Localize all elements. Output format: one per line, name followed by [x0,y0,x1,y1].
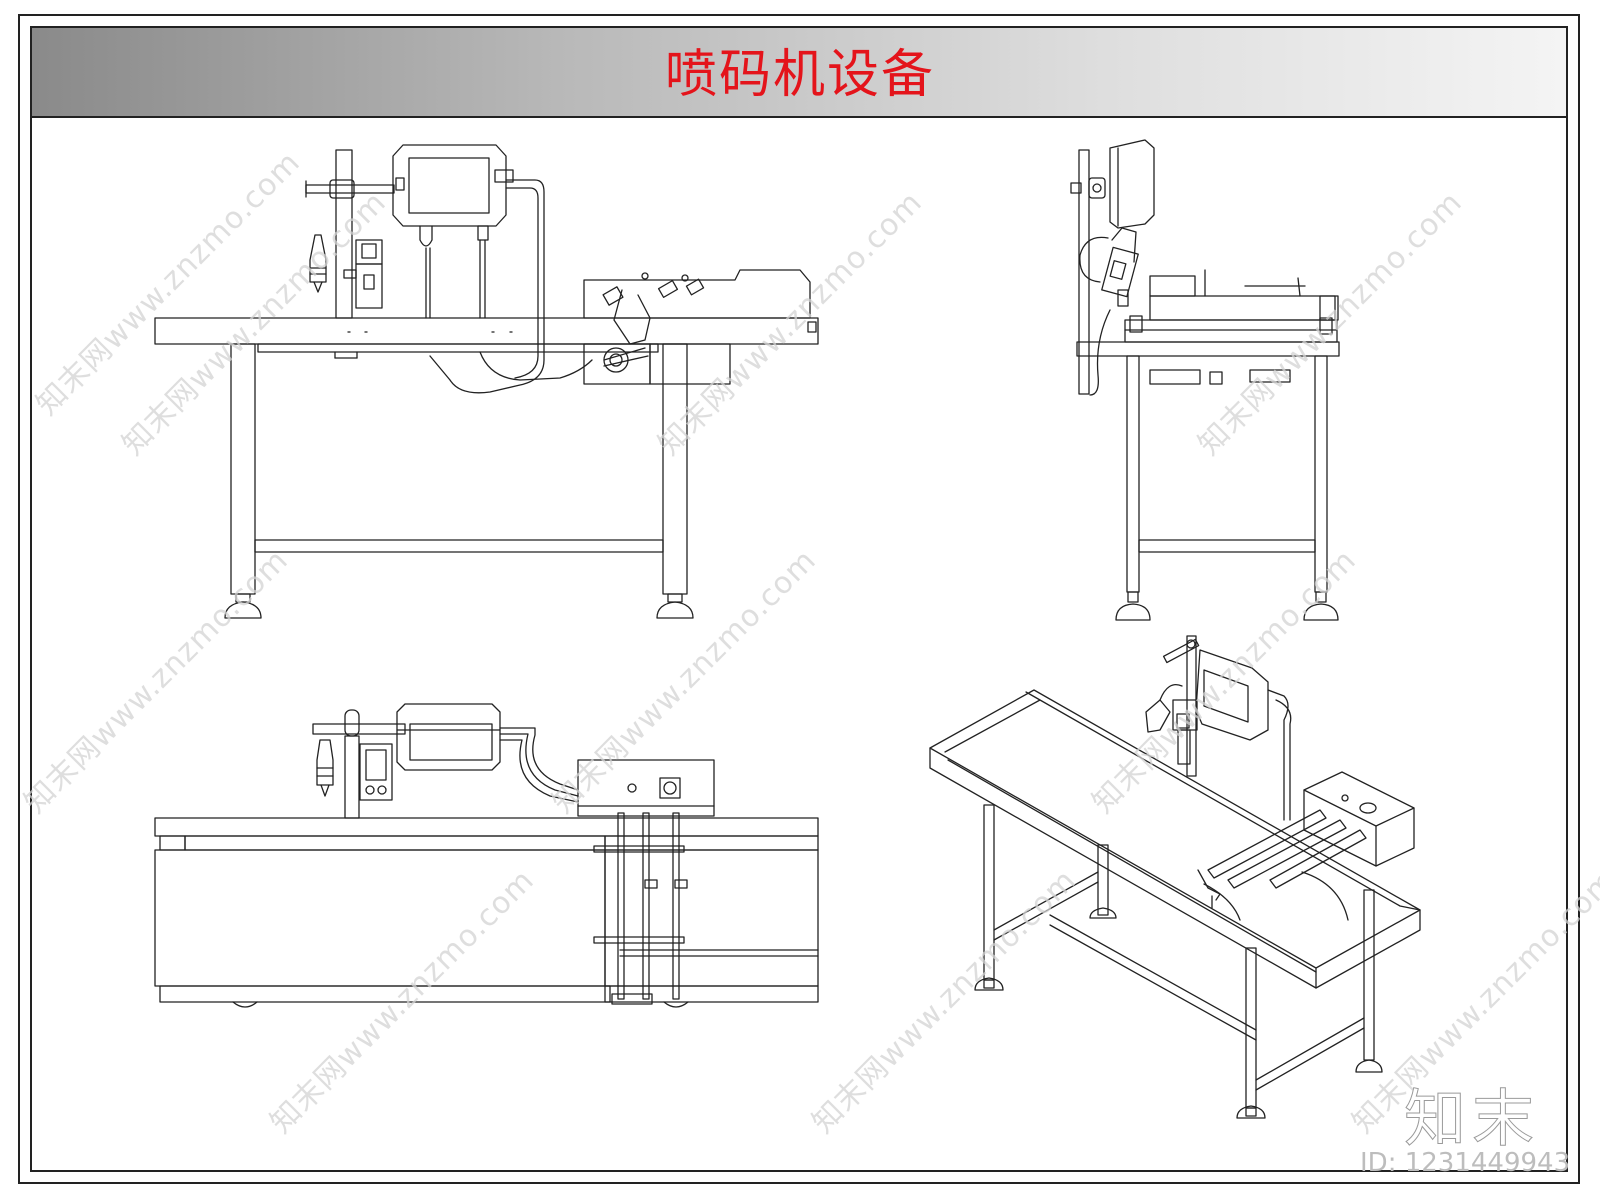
title-bar [32,28,1566,118]
top-view [154,703,819,1008]
side-view [1070,139,1340,621]
image-id: ID: 1231449943 [1360,1148,1571,1178]
inner-border [30,26,1568,1172]
isometric-view [929,635,1421,1119]
brand-logo: 知末 [1403,1082,1541,1156]
front-view [154,144,819,619]
outer-border [18,14,1580,1184]
